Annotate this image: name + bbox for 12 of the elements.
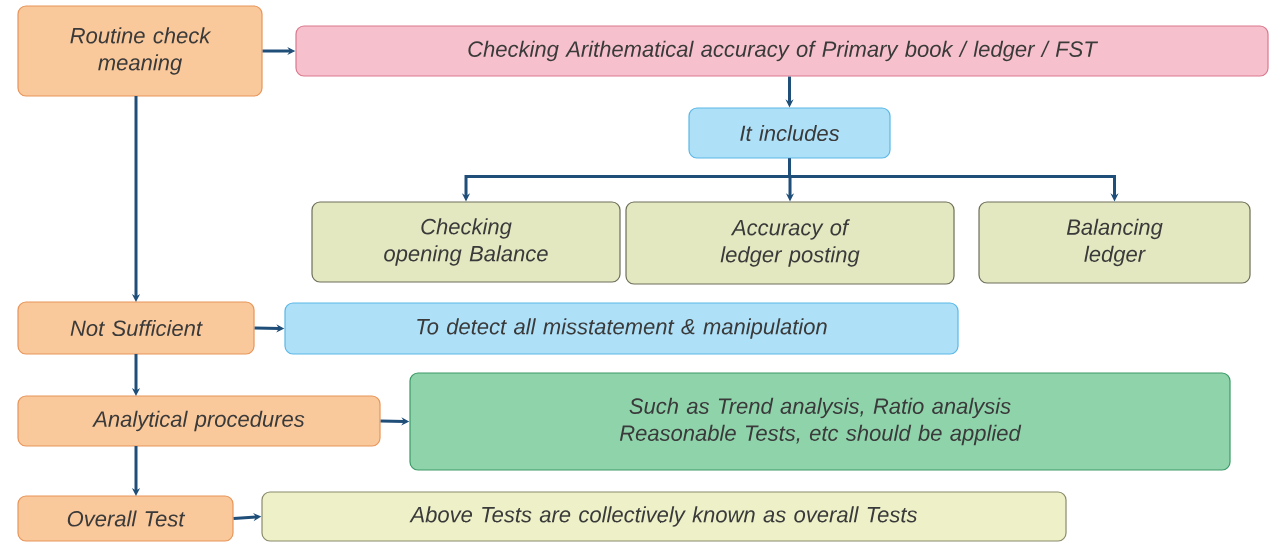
item-box: Checking opening Balance [311,201,621,283]
item-box: Accuracy of ledger posting [625,201,955,285]
description-box: Such as Trend analysis, Ratio analysis Reasonable Tests, etc should be applied [409,372,1231,471]
description-box: To detect all misstatement & manipulation [284,302,959,355]
step-box: Overall Test [17,495,234,542]
item-box: Balancing ledger [978,201,1251,284]
description-box: Checking Arithematical accuracy of Primary book / ledger / FST [295,25,1269,77]
step-box: Analytical procedures [17,395,381,447]
step-box: Routine check meaning [17,5,263,97]
description-box: Above Tests are collectively known as overall Tests [261,491,1067,542]
step-box: Not Sufficient [17,301,255,355]
heading-box: It includes [688,107,891,159]
